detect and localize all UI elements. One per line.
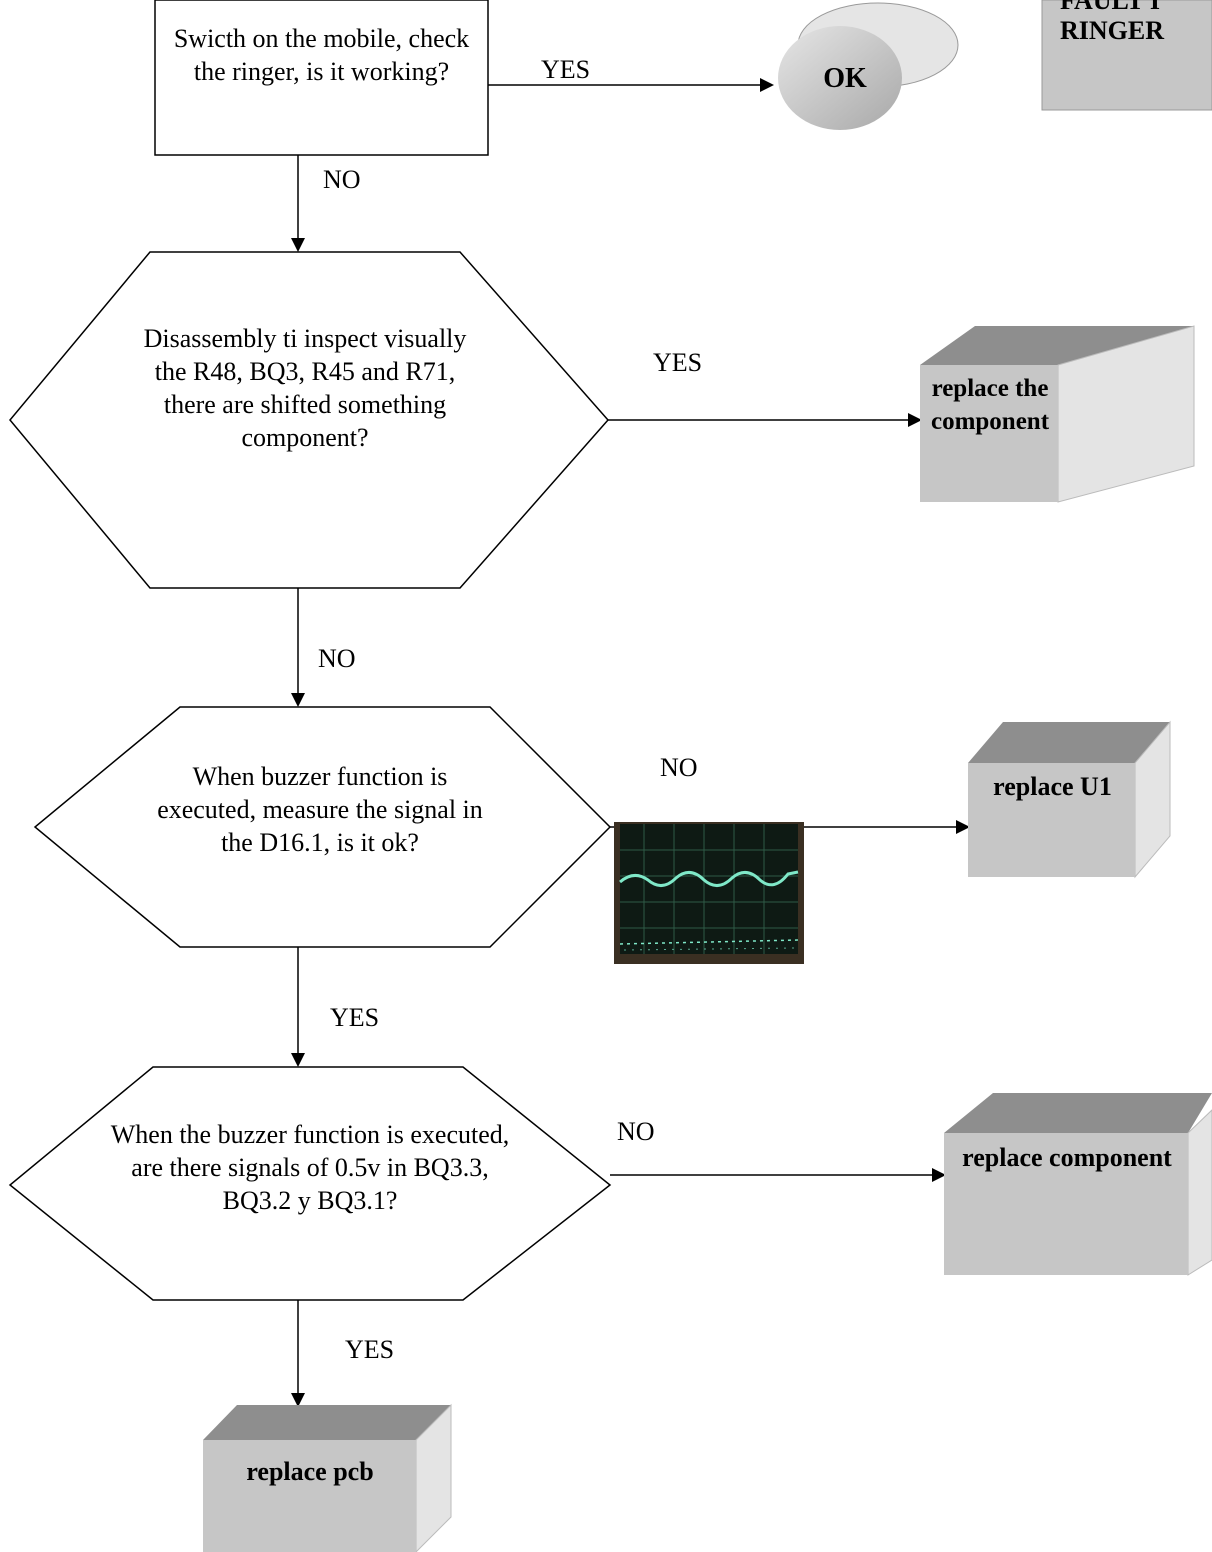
replace-pcb-box: [203, 1403, 452, 1552]
bq3-signals-hexagon: [8, 1066, 612, 1301]
replace-pcb-text: replace pcb: [246, 1457, 374, 1486]
edge-label-bq3-no: NO: [617, 1117, 655, 1146]
replace-u1-box: [968, 720, 1171, 879]
start-node-text: Swicth on the mobile, check the ringer, …: [173, 24, 470, 86]
edge-label-start-yes: YES: [541, 55, 591, 84]
edge-label-bq3-yes: YES: [345, 1335, 395, 1364]
edge-label-buzzer-yes: YES: [330, 1003, 380, 1032]
oscilloscope-image: [614, 822, 804, 964]
buzzer-signal-hexagon: [33, 706, 612, 948]
fault-header-box: [1041, 0, 1212, 111]
replace-u1-text: replace U1: [993, 772, 1112, 801]
replace-component-2-text: replace component: [962, 1143, 1172, 1172]
fault-header-text: FAULT I RINGER: [1060, 0, 1165, 45]
edge-label-inspect-no: NO: [318, 644, 356, 673]
edge-label-buzzer-no: NO: [660, 753, 698, 782]
replace-component-2-box: [944, 1093, 1212, 1276]
inspect-node-text: Disassembly ti inspect visually the R48,…: [143, 324, 467, 452]
replace-component-1-box: [920, 325, 1195, 503]
edge-label-inspect-yes: YES: [653, 348, 703, 377]
inspect-hexagon: [9, 251, 609, 589]
buzzer-signal-node-text: When buzzer function is executed, measur…: [157, 762, 483, 857]
ok-terminator: [778, 2, 959, 130]
edge-label-start-no: NO: [323, 165, 361, 194]
ok-node-text: OK: [823, 63, 867, 94]
start-box: [154, 0, 489, 156]
bq3-signals-node-text: When the buzzer function is executed, ar…: [110, 1120, 510, 1215]
replace-component-1-text: replace the component: [930, 375, 1050, 435]
